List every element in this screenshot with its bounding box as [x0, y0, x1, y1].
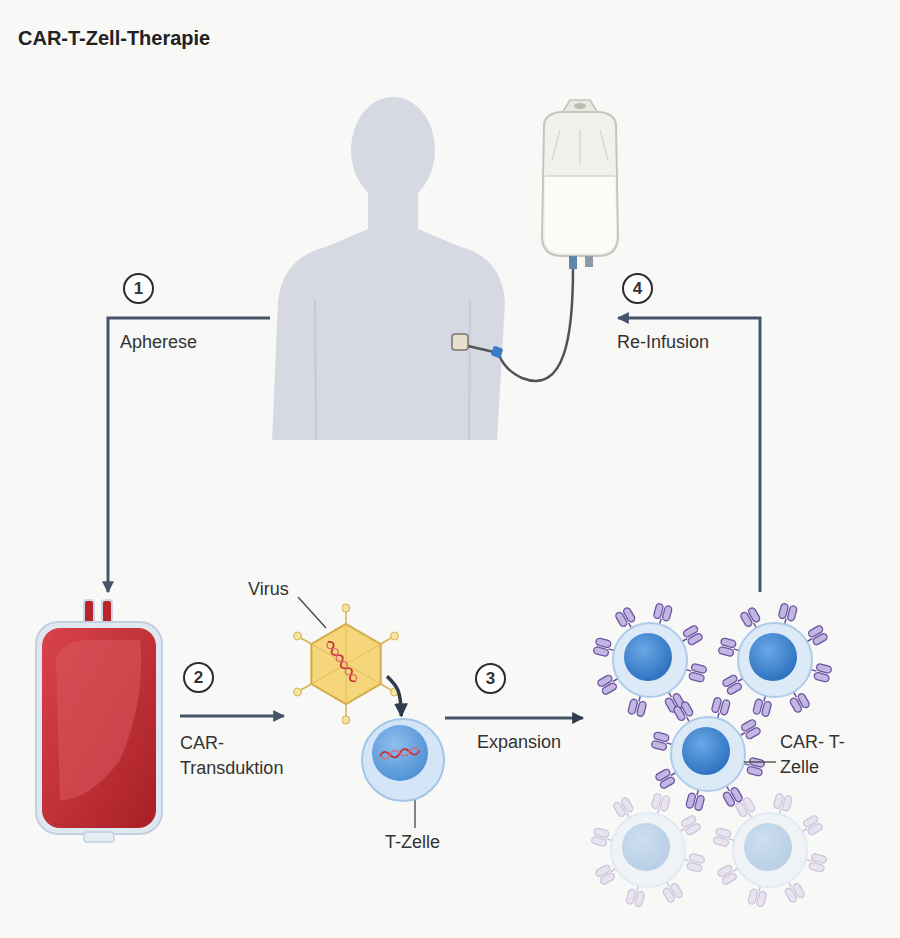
infusion-tube: [499, 269, 573, 381]
apheresis-arrow: [108, 318, 270, 592]
process-arrow: [387, 676, 401, 716]
catheter: [452, 334, 468, 350]
step-number: 3: [475, 663, 506, 694]
virus-spike-tip: [390, 688, 398, 696]
reinfusion-arrow: [618, 318, 760, 592]
car-t-cell: [591, 793, 705, 907]
viral-rna: [325, 640, 358, 683]
callout-label: T-Zelle: [385, 830, 440, 855]
blood-content: [42, 628, 156, 828]
car-t-cell: [713, 793, 827, 907]
bag-highlight: [56, 640, 141, 800]
t-cell: T-Zelle: [361, 716, 445, 804]
step-number: 4: [622, 273, 653, 304]
car-t-cell: [718, 603, 832, 717]
tube-connector: [491, 346, 504, 359]
car-t-cell-group: CAR- T-Zelle: [583, 614, 865, 910]
callout-label: CAR- T-Zelle: [780, 730, 860, 780]
step-number: 1: [123, 273, 154, 304]
virus-spike-tip: [342, 604, 350, 612]
bag-tab: [84, 832, 114, 842]
capsid-facets: [311, 624, 380, 704]
cell-membrane: [362, 719, 444, 801]
patient-silhouette: [272, 97, 505, 440]
cell-outline: [361, 716, 445, 804]
patient-body: [272, 229, 505, 440]
bag-hole: [574, 103, 586, 109]
bag-port: [585, 256, 593, 267]
leader-line: [414, 800, 415, 828]
process-arrow: [445, 717, 583, 720]
virus-particle: Virus: [305, 620, 387, 708]
step-label: CAR- Transduktion: [180, 731, 300, 781]
patient-arm-line: [315, 300, 470, 440]
bag-port: [569, 256, 577, 269]
virus-spike-tip: [342, 716, 350, 724]
viral-rna: [325, 640, 358, 683]
leader-line: [744, 761, 776, 762]
car-t-cells: [591, 603, 832, 907]
car-t-cell: [593, 603, 707, 717]
step-label: Re-Infusion: [617, 330, 709, 355]
blood-bag: [36, 600, 162, 842]
bag-shell: [542, 112, 618, 256]
edge-label: Expansion: [477, 730, 561, 755]
bag-reflection: [552, 130, 608, 165]
infusion-tube: [468, 346, 494, 352]
liquid-level: [545, 175, 615, 177]
callout-label: Virus: [248, 577, 289, 602]
transduction-arrow: [180, 715, 284, 718]
virus-capsid: [311, 624, 380, 704]
capsid-facet: [346, 624, 347, 664]
capsid-facet: [346, 644, 381, 664]
virus-spike-tip: [294, 688, 302, 696]
capsid-facet: [311, 644, 346, 664]
infusion-bag: [542, 100, 618, 269]
patient-head: [351, 97, 435, 203]
step-number: 2: [183, 662, 214, 693]
inserted-gene: [380, 747, 421, 759]
step-label: Apherese: [120, 330, 197, 355]
bag-shell: [36, 622, 162, 834]
virus-spike-tip: [390, 632, 398, 640]
diagram-title: CAR-T-Zell-Therapie: [18, 26, 210, 51]
inserted-gene: [380, 747, 421, 759]
virus-spikes: [294, 604, 399, 724]
cell-nucleus: [372, 725, 428, 781]
bag-liquid: [545, 176, 616, 253]
leader-line: [298, 597, 326, 628]
virus-outline: [305, 620, 387, 708]
virus-spike-tip: [294, 632, 302, 640]
car-t-cell: [651, 697, 765, 811]
